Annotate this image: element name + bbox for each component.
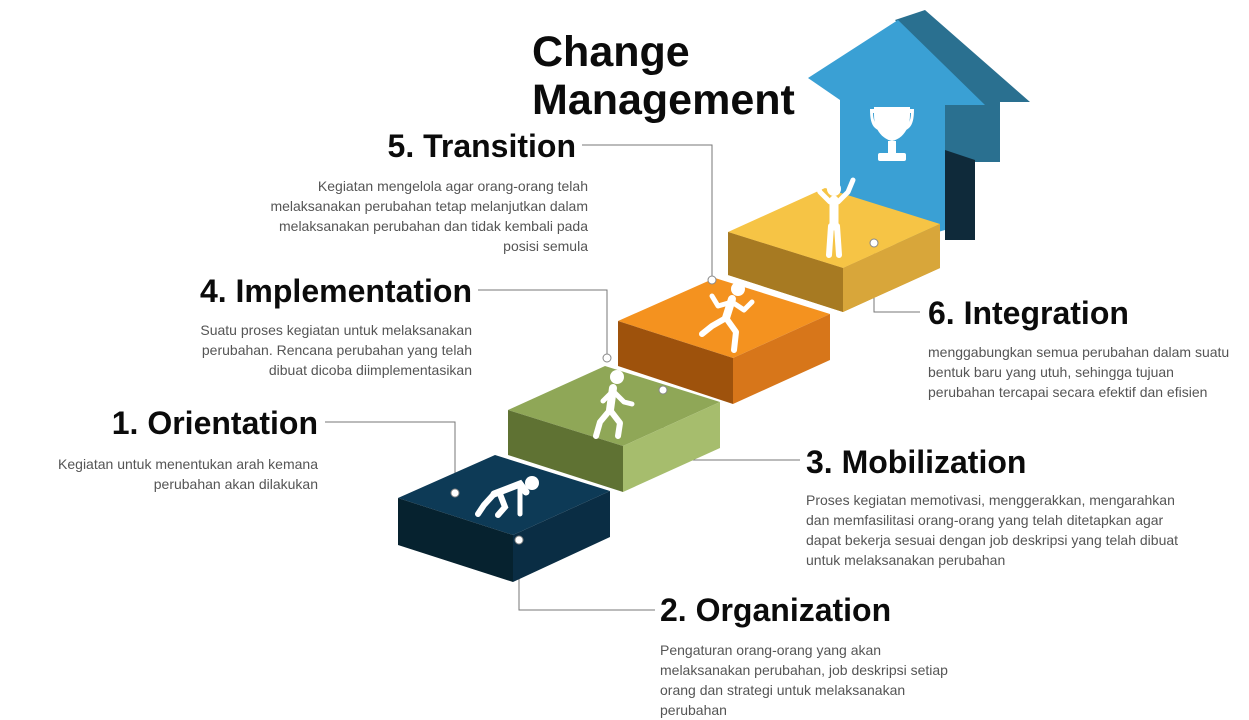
step-text-implementation: Suatu proses kegiatan untuk melaksanakan… <box>200 322 472 378</box>
title-line-1: Change <box>532 28 690 76</box>
stair-step-6 <box>728 188 940 312</box>
trophy-icon <box>870 107 914 161</box>
step-text-organization: Pengaturan orang-orang yang akan melaksa… <box>660 642 948 718</box>
running-person-icon <box>699 282 755 353</box>
walking-person-icon <box>593 370 635 439</box>
arrow-side-face <box>895 10 1030 240</box>
connector-implementation <box>478 289 608 358</box>
crouching-start-runner-icon <box>475 476 539 518</box>
step-text-mobilization: Proses kegiatan memotivasi, menggerakkan… <box>806 492 1179 568</box>
connector-transition <box>582 144 713 280</box>
step-heading-transition: 5. Transition <box>387 128 576 164</box>
stair-step-1 <box>398 455 610 582</box>
title-line-2: Management <box>532 76 795 124</box>
arrow-dark-face <box>945 150 975 240</box>
step-heading-orientation: 1. Orientation <box>111 405 318 441</box>
diagram-title: Change Management <box>532 28 832 124</box>
step-heading-organization: 2. Organization <box>660 592 892 628</box>
step-heading-implementation: 4. Implementation <box>199 273 472 309</box>
arms-raised-person-icon <box>812 177 856 258</box>
step-text-orientation: Kegiatan untuk menentukan arah kemana pe… <box>58 456 318 492</box>
step-heading-mobilization: 3. Mobilization <box>806 444 1027 480</box>
step-text-transition: Kegiatan mengelola agar orang-orang tela… <box>270 178 588 254</box>
stair-step-3 <box>508 366 720 492</box>
connector-orientation <box>325 421 456 493</box>
step-heading-integration: 6. Integration <box>928 295 1129 331</box>
step-text-integration: menggabungkan semua perubahan dalam suat… <box>928 344 1230 400</box>
connector-dots <box>450 238 879 545</box>
